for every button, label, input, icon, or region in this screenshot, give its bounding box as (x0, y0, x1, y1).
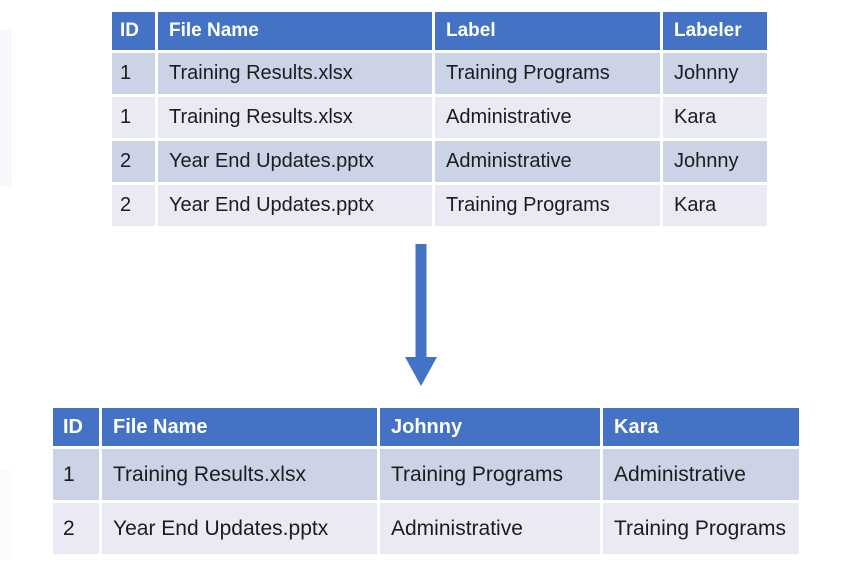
cell: Administrative (435, 97, 660, 138)
cell: Administrative (435, 141, 660, 182)
cell: Training Programs (435, 185, 660, 226)
cell: 1 (112, 97, 155, 138)
cell: Training Results.xlsx (158, 97, 432, 138)
cell: 1 (112, 53, 155, 94)
column-header: ID (53, 408, 99, 446)
cell: 1 (53, 449, 99, 500)
cell: Johnny (663, 141, 767, 182)
cell: Training Programs (603, 503, 799, 554)
column-header: Labeler (663, 12, 767, 50)
cell: Training Results.xlsx (102, 449, 377, 500)
cell: Training Results.xlsx (158, 53, 432, 94)
cell: 2 (53, 503, 99, 554)
column-header: ID (112, 12, 155, 50)
cell: Training Programs (380, 449, 600, 500)
screen-edge-artifact (0, 30, 12, 186)
cell: Year End Updates.pptx (102, 503, 377, 554)
transform-arrow (404, 244, 438, 386)
column-header: Label (435, 12, 660, 50)
cell: Administrative (380, 503, 600, 554)
down-arrow-icon (405, 244, 437, 386)
cell: 2 (112, 141, 155, 182)
cell: Johnny (663, 53, 767, 94)
cell: Year End Updates.pptx (158, 141, 432, 182)
cell: Year End Updates.pptx (158, 185, 432, 226)
column-header: File Name (158, 12, 432, 50)
column-header: File Name (102, 408, 377, 446)
cell: 2 (112, 185, 155, 226)
cell: Training Programs (435, 53, 660, 94)
column-header: Johnny (380, 408, 600, 446)
cell: Kara (663, 185, 767, 226)
cell: Administrative (603, 449, 799, 500)
column-header: Kara (603, 408, 799, 446)
cell: Kara (663, 97, 767, 138)
screen-edge-artifact (0, 470, 12, 560)
